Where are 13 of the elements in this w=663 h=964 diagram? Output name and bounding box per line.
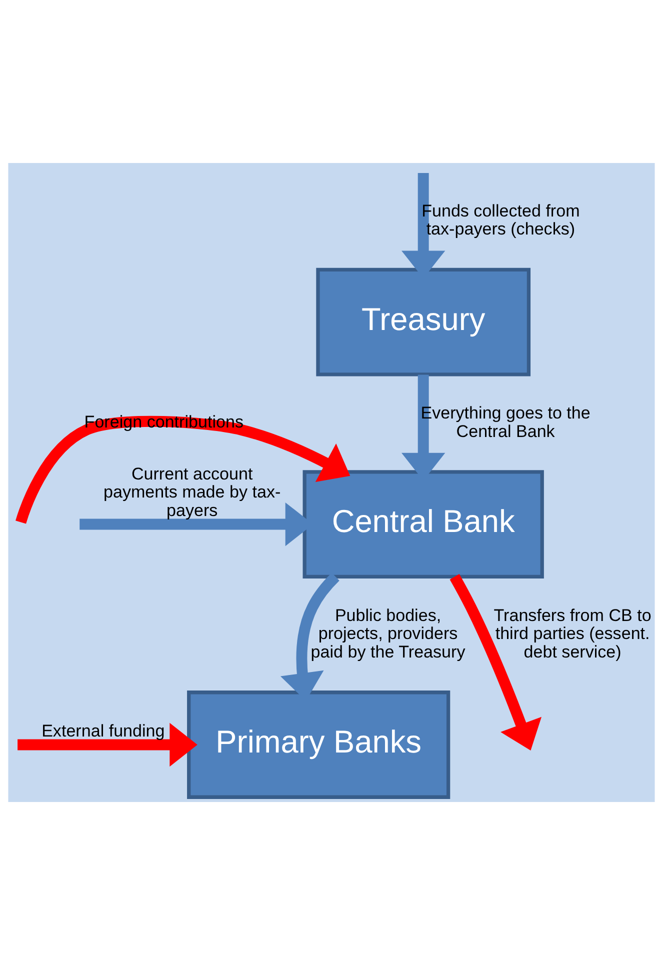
arrow [18, 722, 198, 766]
edge-label: Foreign contributions [84, 412, 244, 432]
edge-label: Transfers from CB to third parties (essent. debt service) [494, 605, 652, 661]
arrow [450, 574, 542, 750]
node-box: Primary Banks [187, 690, 450, 798]
edge-label: Everything goes to the Central Bank [420, 403, 590, 440]
edge-label: External funding [42, 720, 165, 740]
arrow [16, 415, 350, 524]
node-box: Central Bank [302, 470, 544, 578]
edge-label: Public bodies, projects, providers paid by the Treasury [310, 605, 466, 661]
edge-label: Current account payments made by tax-payers [104, 464, 281, 520]
node-box: Treasury [316, 267, 531, 376]
edge-label: Funds collected from tax-payers (checks) [422, 200, 580, 238]
